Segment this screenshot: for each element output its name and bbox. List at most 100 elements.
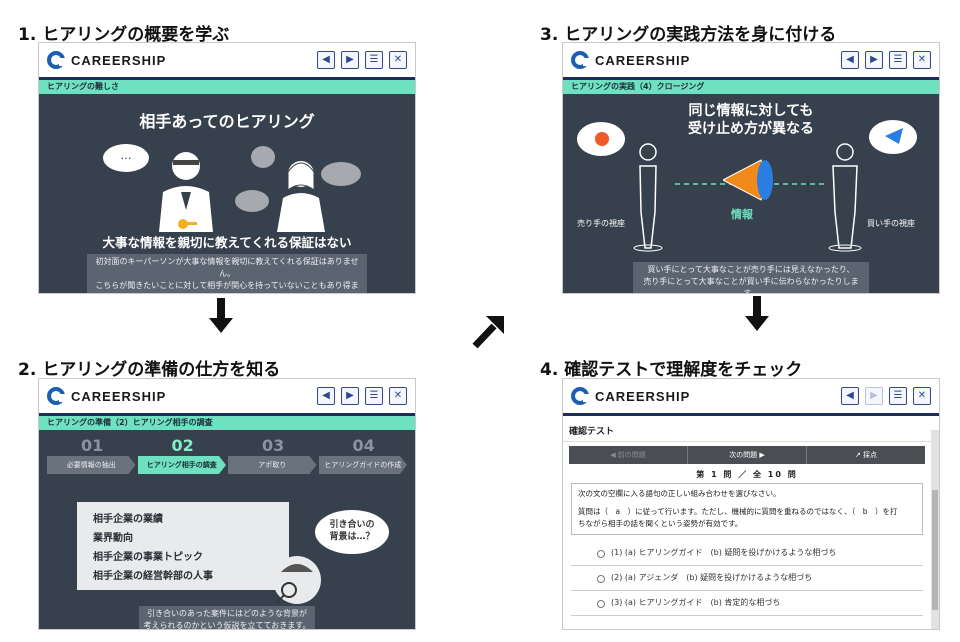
question-text-line-2: ちながら相手の話を聞くという姿勢が有効です。 bbox=[578, 519, 743, 528]
close-icon[interactable]: ✕ bbox=[389, 387, 407, 405]
next-icon[interactable]: ▶ bbox=[865, 51, 883, 69]
businessman-illustration bbox=[159, 152, 213, 232]
prev-icon[interactable]: ◀ bbox=[841, 387, 859, 405]
grey-bubble-right bbox=[321, 162, 361, 186]
player-header: CAREERSHIP ◀ ▶ ☰ ✕ bbox=[39, 379, 415, 416]
answer-option-3[interactable]: (3) (a) ヒアリングガイド (b) 肯定的な相づち bbox=[571, 591, 923, 616]
document-icon[interactable]: ☰ bbox=[365, 51, 383, 69]
question-counter: 第 1 問 ／ 全 10 問 bbox=[696, 470, 798, 479]
tab-label: アポ取り bbox=[228, 456, 317, 474]
tab-number: 04 bbox=[352, 436, 375, 455]
prev-icon[interactable]: ◀ bbox=[317, 387, 335, 405]
next-icon[interactable]: ▶ bbox=[341, 387, 359, 405]
test-body: 確認テスト ◀ 前の問題 次の問題 ▶ ↗ 採点 第 1 問 ／ 全 10 問 … bbox=[563, 416, 931, 629]
prev-icon[interactable]: ◀ bbox=[841, 51, 859, 69]
topic-item: 相手企業の経営幹部の人事 bbox=[93, 571, 213, 582]
topic-item: 業界動向 bbox=[93, 533, 133, 544]
logo-text: CAREERSHIP bbox=[595, 52, 691, 68]
caption-line-2: こちらが聞きたいことに対して相手が関心を持っていないこともあり得ます。 bbox=[95, 281, 359, 290]
scrollbar-thumb[interactable] bbox=[932, 490, 938, 610]
panel-step-4: CAREERSHIP ◀ ▶ ☰ ✕ 確認テスト ◀ 前の問題 次の問題 ▶ ↗… bbox=[562, 378, 940, 630]
panel-step-1: CAREERSHIP ◀ ▶ ☰ ✕ ヒアリングの難しさ 相手あってのヒアリング… bbox=[38, 42, 416, 294]
woman-illustration bbox=[277, 161, 325, 232]
headline-line-1: 同じ情報に対しても bbox=[688, 103, 814, 119]
speech-bubble-text: … bbox=[120, 149, 132, 162]
buyer-label: 買い手の視座 bbox=[867, 219, 915, 228]
panel-step-3: CAREERSHIP ◀ ▶ ☰ ✕ ヒアリングの実践（4）クロージング 同じ情… bbox=[562, 42, 940, 294]
caption-line-1: 買い手にとって大事なことが売り手には見えなかったり、 bbox=[647, 265, 855, 274]
grey-bubble-bottom bbox=[235, 190, 269, 212]
careership-logo: CAREERSHIP bbox=[571, 387, 690, 405]
thought-bubble: 引き合いの 背景は…？ bbox=[315, 510, 389, 554]
slide-stage: 同じ情報に対しても 受け止め方が異なる 情報 売り手の視座 買い手の視座 買い手… bbox=[563, 94, 939, 293]
blue-triangle-icon bbox=[885, 128, 903, 144]
document-icon[interactable]: ☰ bbox=[365, 387, 383, 405]
next-icon[interactable]: ▶ bbox=[341, 51, 359, 69]
logo-mark-icon bbox=[571, 387, 589, 405]
orange-dot-icon bbox=[595, 132, 609, 146]
question-text-line-1: 質問は（ a ）に従って行います。ただし、機械的に質問を重ねるのではなく、（ b… bbox=[578, 507, 898, 516]
answer-option-1[interactable]: (1) (a) ヒアリングガイド (b) 疑問を投げかけるような相づち bbox=[571, 541, 923, 566]
tab-label: 必要情報の抽出 bbox=[47, 456, 136, 474]
prev-icon[interactable]: ◀ bbox=[317, 51, 335, 69]
question-instruction: 次の文の空欄に入る語句の正しい組み合わせを選びなさい。 bbox=[578, 489, 781, 498]
information-cone-icon bbox=[723, 159, 773, 201]
panel-step-2: CAREERSHIP ◀ ▶ ☰ ✕ ヒアリングの準備（2）ヒアリング相手の調査… bbox=[38, 378, 416, 630]
step-4-title: 4. 確認テストで理解度をチェック bbox=[540, 360, 803, 380]
research-topics-card: 相手企業の業績 業界動向 相手企業の事業トピック 相手企業の経営幹部の人事 bbox=[77, 502, 289, 590]
scrollbar[interactable] bbox=[931, 430, 939, 629]
tab-number: 01 bbox=[81, 436, 104, 455]
down-arrow-icon bbox=[209, 298, 233, 333]
tab-number: 03 bbox=[262, 436, 285, 455]
answer-option-2[interactable]: (2) (a) アジェンダ (b) 疑問を投げかけるような相づち bbox=[571, 566, 923, 591]
option-label: (2) (a) アジェンダ (b) 疑問を投げかけるような相づち bbox=[611, 573, 813, 582]
slide-title-bar: ヒアリングの難しさ bbox=[39, 80, 415, 94]
slide-caption: 買い手にとって大事なことが売り手には見えなかったり、 売り手にとって大事なことが… bbox=[633, 262, 869, 294]
thought-bubble-line-1: 引き合いの bbox=[329, 520, 375, 530]
center-label: 情報 bbox=[731, 208, 753, 221]
down-arrow-icon bbox=[745, 296, 769, 331]
slide-title-bar: ヒアリングの準備（2）ヒアリング相手の調査 bbox=[39, 416, 415, 430]
slide-title-bar: ヒアリングの実践（4）クロージング bbox=[563, 80, 939, 94]
player-header: CAREERSHIP ◀ ▶ ☰ ✕ bbox=[563, 43, 939, 80]
next-question-button[interactable]: 次の問題 ▶ bbox=[688, 446, 807, 464]
close-icon[interactable]: ✕ bbox=[389, 51, 407, 69]
prev-question-button[interactable]: ◀ 前の問題 bbox=[569, 446, 688, 464]
seller-label: 売り手の視座 bbox=[577, 219, 625, 228]
document-icon[interactable]: ☰ bbox=[889, 387, 907, 405]
tab-label: ヒアリング相手の調査 bbox=[137, 456, 226, 474]
grade-button[interactable]: ↗ 採点 bbox=[854, 451, 878, 459]
thought-bubble-line-2: 背景は…？ bbox=[329, 532, 375, 542]
seller-figure-illustration bbox=[633, 143, 663, 252]
close-icon[interactable]: ✕ bbox=[913, 387, 931, 405]
step-1-title: 1. ヒアリングの概要を学ぶ bbox=[18, 25, 230, 45]
headline-line-2: 受け止め方が異なる bbox=[688, 121, 814, 137]
logo-mark-icon bbox=[47, 51, 65, 69]
slide-subheadline: 大事な情報を親切に教えてくれる保証はない bbox=[102, 235, 352, 250]
caption-line-2: 売り手にとって大事なことが買い手に伝わらなかったりします。 bbox=[643, 277, 859, 294]
caption-line-2: 考えられるのかという仮説を立てておきます。 bbox=[143, 621, 311, 630]
next-icon[interactable]: ▶ bbox=[865, 387, 883, 405]
player-header: CAREERSHIP ◀ ▶ ☰ ✕ bbox=[563, 379, 939, 416]
document-icon[interactable]: ☰ bbox=[889, 51, 907, 69]
logo-text: CAREERSHIP bbox=[595, 388, 691, 404]
caption-line-1: 初対面のキーパーソンが大事な情報を親切に教えてくれる保証はありません。 bbox=[95, 257, 359, 278]
question-box: 次の文の空欄に入る語句の正しい組み合わせを選びなさい。 質問は（ a ）に従って… bbox=[571, 483, 923, 535]
step-2-title: 2. ヒアリングの準備の仕方を知る bbox=[18, 360, 281, 380]
up-right-arrow-icon bbox=[472, 316, 504, 349]
player-header: CAREERSHIP ◀ ▶ ☰ ✕ bbox=[39, 43, 415, 80]
slide-stage: 相手あってのヒアリング … 大事な情報を親切に教えてくれる保証はない 初対面のキ… bbox=[39, 94, 415, 293]
question-nav: ◀ 前の問題 次の問題 ▶ ↗ 採点 bbox=[569, 446, 925, 464]
close-icon[interactable]: ✕ bbox=[913, 51, 931, 69]
detective-illustration bbox=[273, 556, 321, 604]
logo-text: CAREERSHIP bbox=[71, 52, 167, 68]
tab-number: 02 bbox=[171, 436, 194, 455]
slide-headline: 相手あってのヒアリング bbox=[139, 112, 315, 131]
logo-mark-icon bbox=[571, 51, 589, 69]
